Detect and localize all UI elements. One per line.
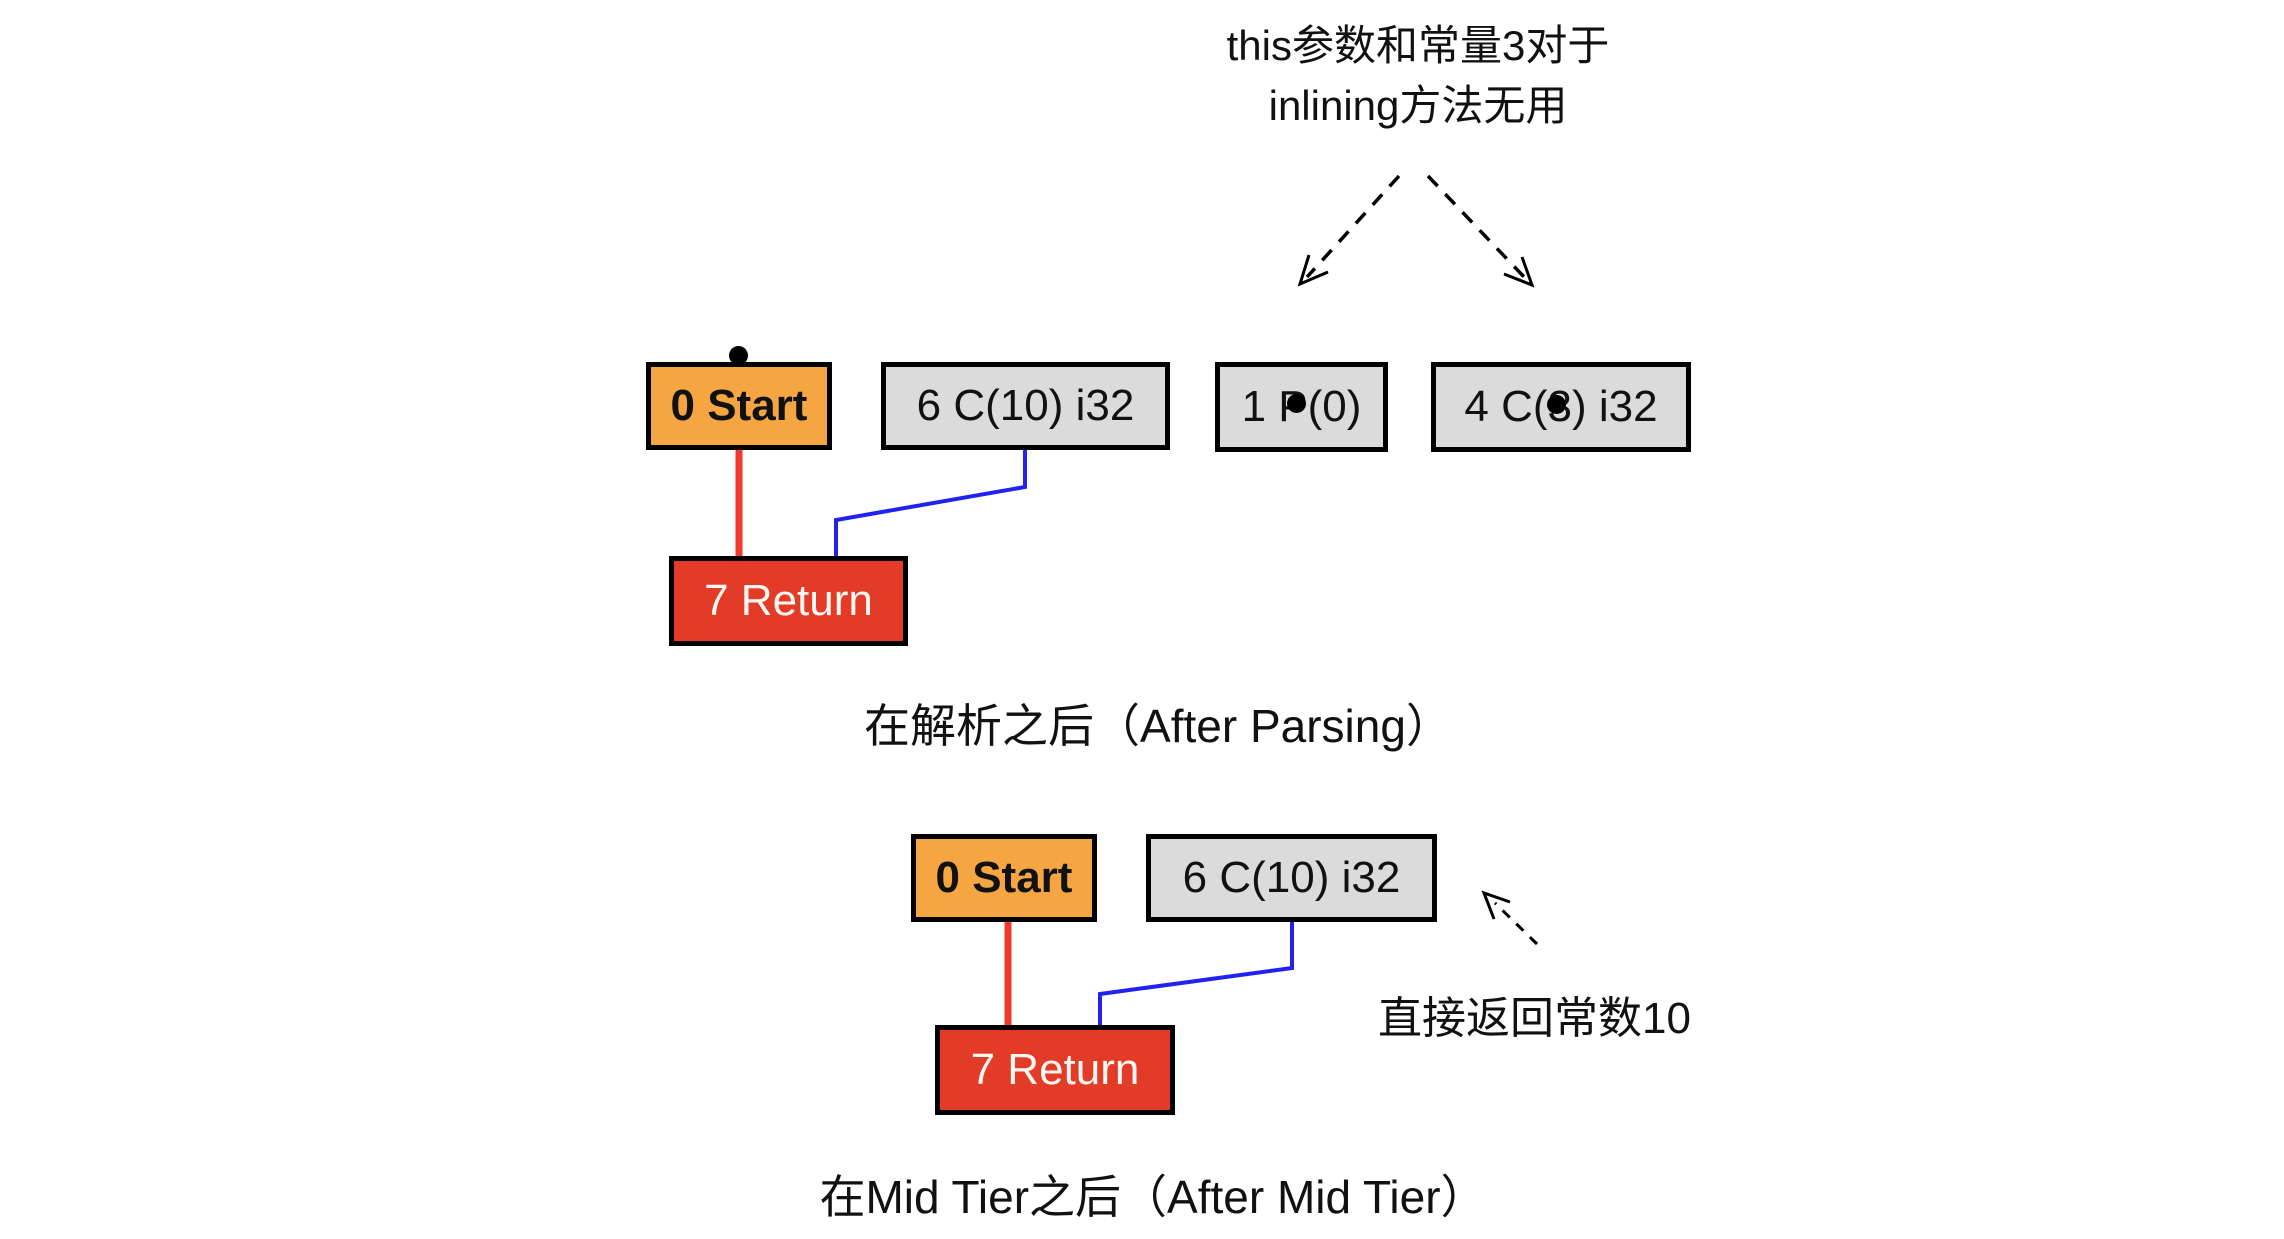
dashed-arrow-to-param-line [1305,174,1401,279]
node-start-after-parsing: 0 Start [646,362,832,450]
annotation-inlining-line1: this参数和常量3对于 [1226,22,1610,69]
caption-after-parsing: 在解析之后（After Parsing） [864,700,1452,752]
node-return-after-parsing: 7 Return [669,556,908,646]
port-dot-const3-icon [1547,395,1566,414]
node-const10-after-mid-tier: 6 C(10) i32 [1146,834,1437,922]
data-edge-c10-return-2 [1098,920,1294,1029]
node-const10-after-parsing: 6 C(10) i32 [881,362,1170,450]
dashed-arrow-to-param-head-icon [1297,254,1329,287]
dashed-arrow-to-c10-head-icon [1481,890,1511,920]
node-start-label: 0 Start [670,381,808,430]
port-dot-param0-icon [1287,394,1306,413]
annotation-inlining-line2: inlining方法无用 [1268,81,1568,129]
annotation-return-constant-10: 直接返回常数10 [1378,994,1691,1043]
node-start-after-mid-tier: 0 Start [911,834,1097,922]
node-return-after-mid-tier: 7 Return [935,1025,1175,1115]
caption-after-mid-tier: 在Mid Tier之后（After Mid Tier） [819,1171,1487,1223]
node-const10-label: 6 C(10) i32 [1182,853,1401,902]
dashed-arrow-to-c10-line [1493,901,1539,946]
port-dot-start-icon [729,346,748,365]
dashed-arrow-to-const3-head-icon [1503,256,1535,288]
dashed-arrow-to-const3-line [1426,174,1528,281]
node-start-label: 0 Start [935,853,1073,902]
node-return-label: 7 Return [970,1045,1140,1094]
node-return-label: 7 Return [704,576,873,625]
annotation-inlining-useless: this参数和常量3对于 inlining方法无用 [1118,16,1718,135]
data-edge-c10-return-1 [834,448,1027,560]
node-const10-label: 6 C(10) i32 [916,381,1135,430]
